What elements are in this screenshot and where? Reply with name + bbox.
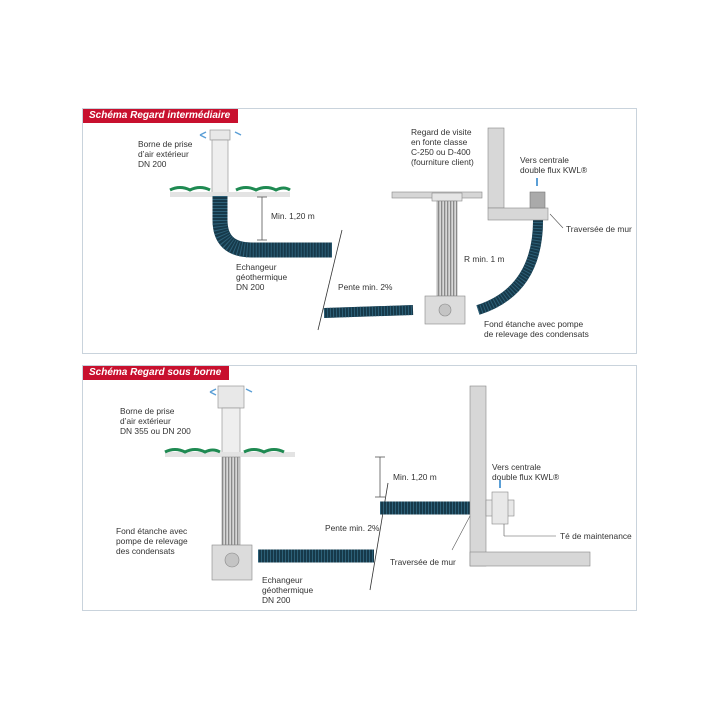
label-fond-1: Fond étanche avec	[116, 526, 187, 536]
building-wall	[469, 385, 591, 567]
panel-title: Schéma Regard sous borne	[83, 366, 230, 380]
grass	[169, 186, 291, 192]
label-rayon: R min. 1 m	[464, 254, 505, 264]
corrugated-riser	[221, 456, 241, 546]
label-min-depth: Min. 1,20 m	[393, 472, 437, 482]
return-pipe	[476, 214, 544, 315]
geothermal-pipe	[212, 196, 332, 258]
panel1-labels: Borne de prise d’air extérieur DN 200 Mi…	[138, 127, 632, 339]
ground-surface	[170, 192, 290, 197]
ground-surface	[165, 452, 295, 457]
label-echangeur-2: géothermique	[236, 272, 288, 282]
label-vers-centrale-1: Vers centrale	[520, 155, 569, 165]
diagram-panel-regard-sous-borne: Schéma Regard sous borne	[82, 365, 637, 611]
label-echangeur-2: géothermique	[262, 585, 314, 595]
panel1-drawing	[169, 127, 564, 331]
label-fond-2: de relevage des condensats	[484, 329, 589, 339]
building-wall	[487, 127, 549, 221]
label-echangeur-3: DN 200	[236, 282, 265, 292]
air-intake-terminal	[199, 129, 242, 196]
manhole	[391, 191, 483, 325]
maintenance-tee	[485, 491, 515, 525]
panel2-drawing	[164, 385, 591, 591]
label-borne-3: DN 355 ou DN 200	[120, 426, 191, 436]
label-borne-2: d’air extérieur	[138, 149, 189, 159]
label-pente: Pente min. 2%	[338, 282, 393, 292]
label-traversee: Traversée de mur	[390, 557, 456, 567]
label-fond-2: pompe de relevage	[116, 536, 188, 546]
label-regard-2: en fonte classe	[411, 137, 468, 147]
label-echangeur-1: Echangeur	[262, 575, 303, 585]
label-vers-centrale-2: double flux KWL®	[492, 472, 560, 482]
sloped-pipe	[323, 305, 414, 318]
label-echangeur-3: DN 200	[262, 595, 291, 605]
label-traversee: Traversée de mur	[566, 224, 632, 234]
panel-title: Schéma Regard intermédiaire	[83, 109, 239, 123]
label-te: Té de maintenance	[560, 531, 632, 541]
label-fond-3: des condensats	[116, 546, 175, 556]
label-regard-4: (fourniture client)	[411, 157, 474, 167]
label-pente: Pente min. 2%	[325, 523, 380, 533]
label-borne-1: Borne de prise	[138, 139, 193, 149]
label-echangeur-1: Echangeur	[236, 262, 277, 272]
air-intake-terminal	[209, 385, 253, 455]
label-fond-1: Fond étanche avec pompe	[484, 319, 584, 329]
label-borne-1: Borne de prise	[120, 406, 175, 416]
label-regard-3: C-250 ou D-400	[411, 147, 471, 157]
label-vers-centrale-1: Vers centrale	[492, 462, 541, 472]
label-vers-centrale-2: double flux KWL®	[520, 165, 588, 175]
label-min-depth: Min. 1,20 m	[271, 211, 315, 221]
panel2-labels: Borne de prise d’air extérieur DN 355 ou…	[116, 406, 632, 605]
grass	[164, 448, 285, 454]
label-borne-2: d’air extérieur	[120, 416, 171, 426]
label-borne-3: DN 200	[138, 159, 167, 169]
label-regard-1: Regard de visite	[411, 127, 472, 137]
